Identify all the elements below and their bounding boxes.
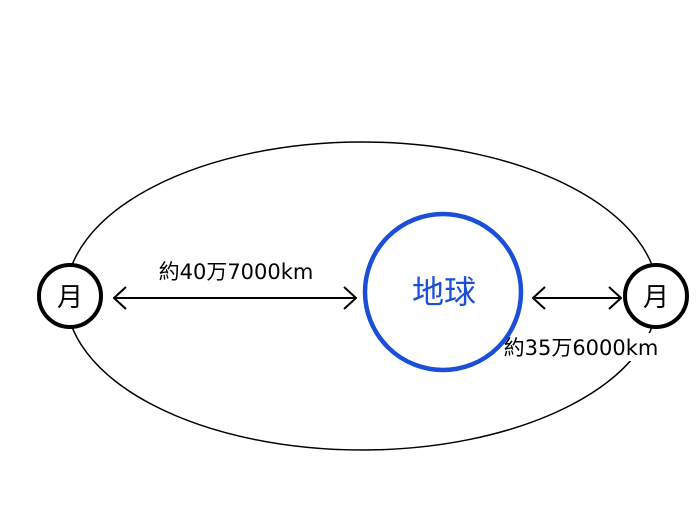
moon-near-label: 月: [643, 283, 669, 313]
moon-far-circle: [37, 263, 103, 329]
moon-orbit: [65, 141, 659, 451]
moon-far-label: 月: [57, 283, 83, 313]
earth-circle: [362, 211, 524, 373]
earth-label: 地球: [412, 273, 476, 311]
apogee-distance-label: 約40万7000km: [159, 260, 314, 284]
moon-near-circle: [623, 263, 689, 329]
label-backdrop: [484, 333, 676, 361]
perigee-distance-label: 約35万6000km: [504, 336, 659, 360]
